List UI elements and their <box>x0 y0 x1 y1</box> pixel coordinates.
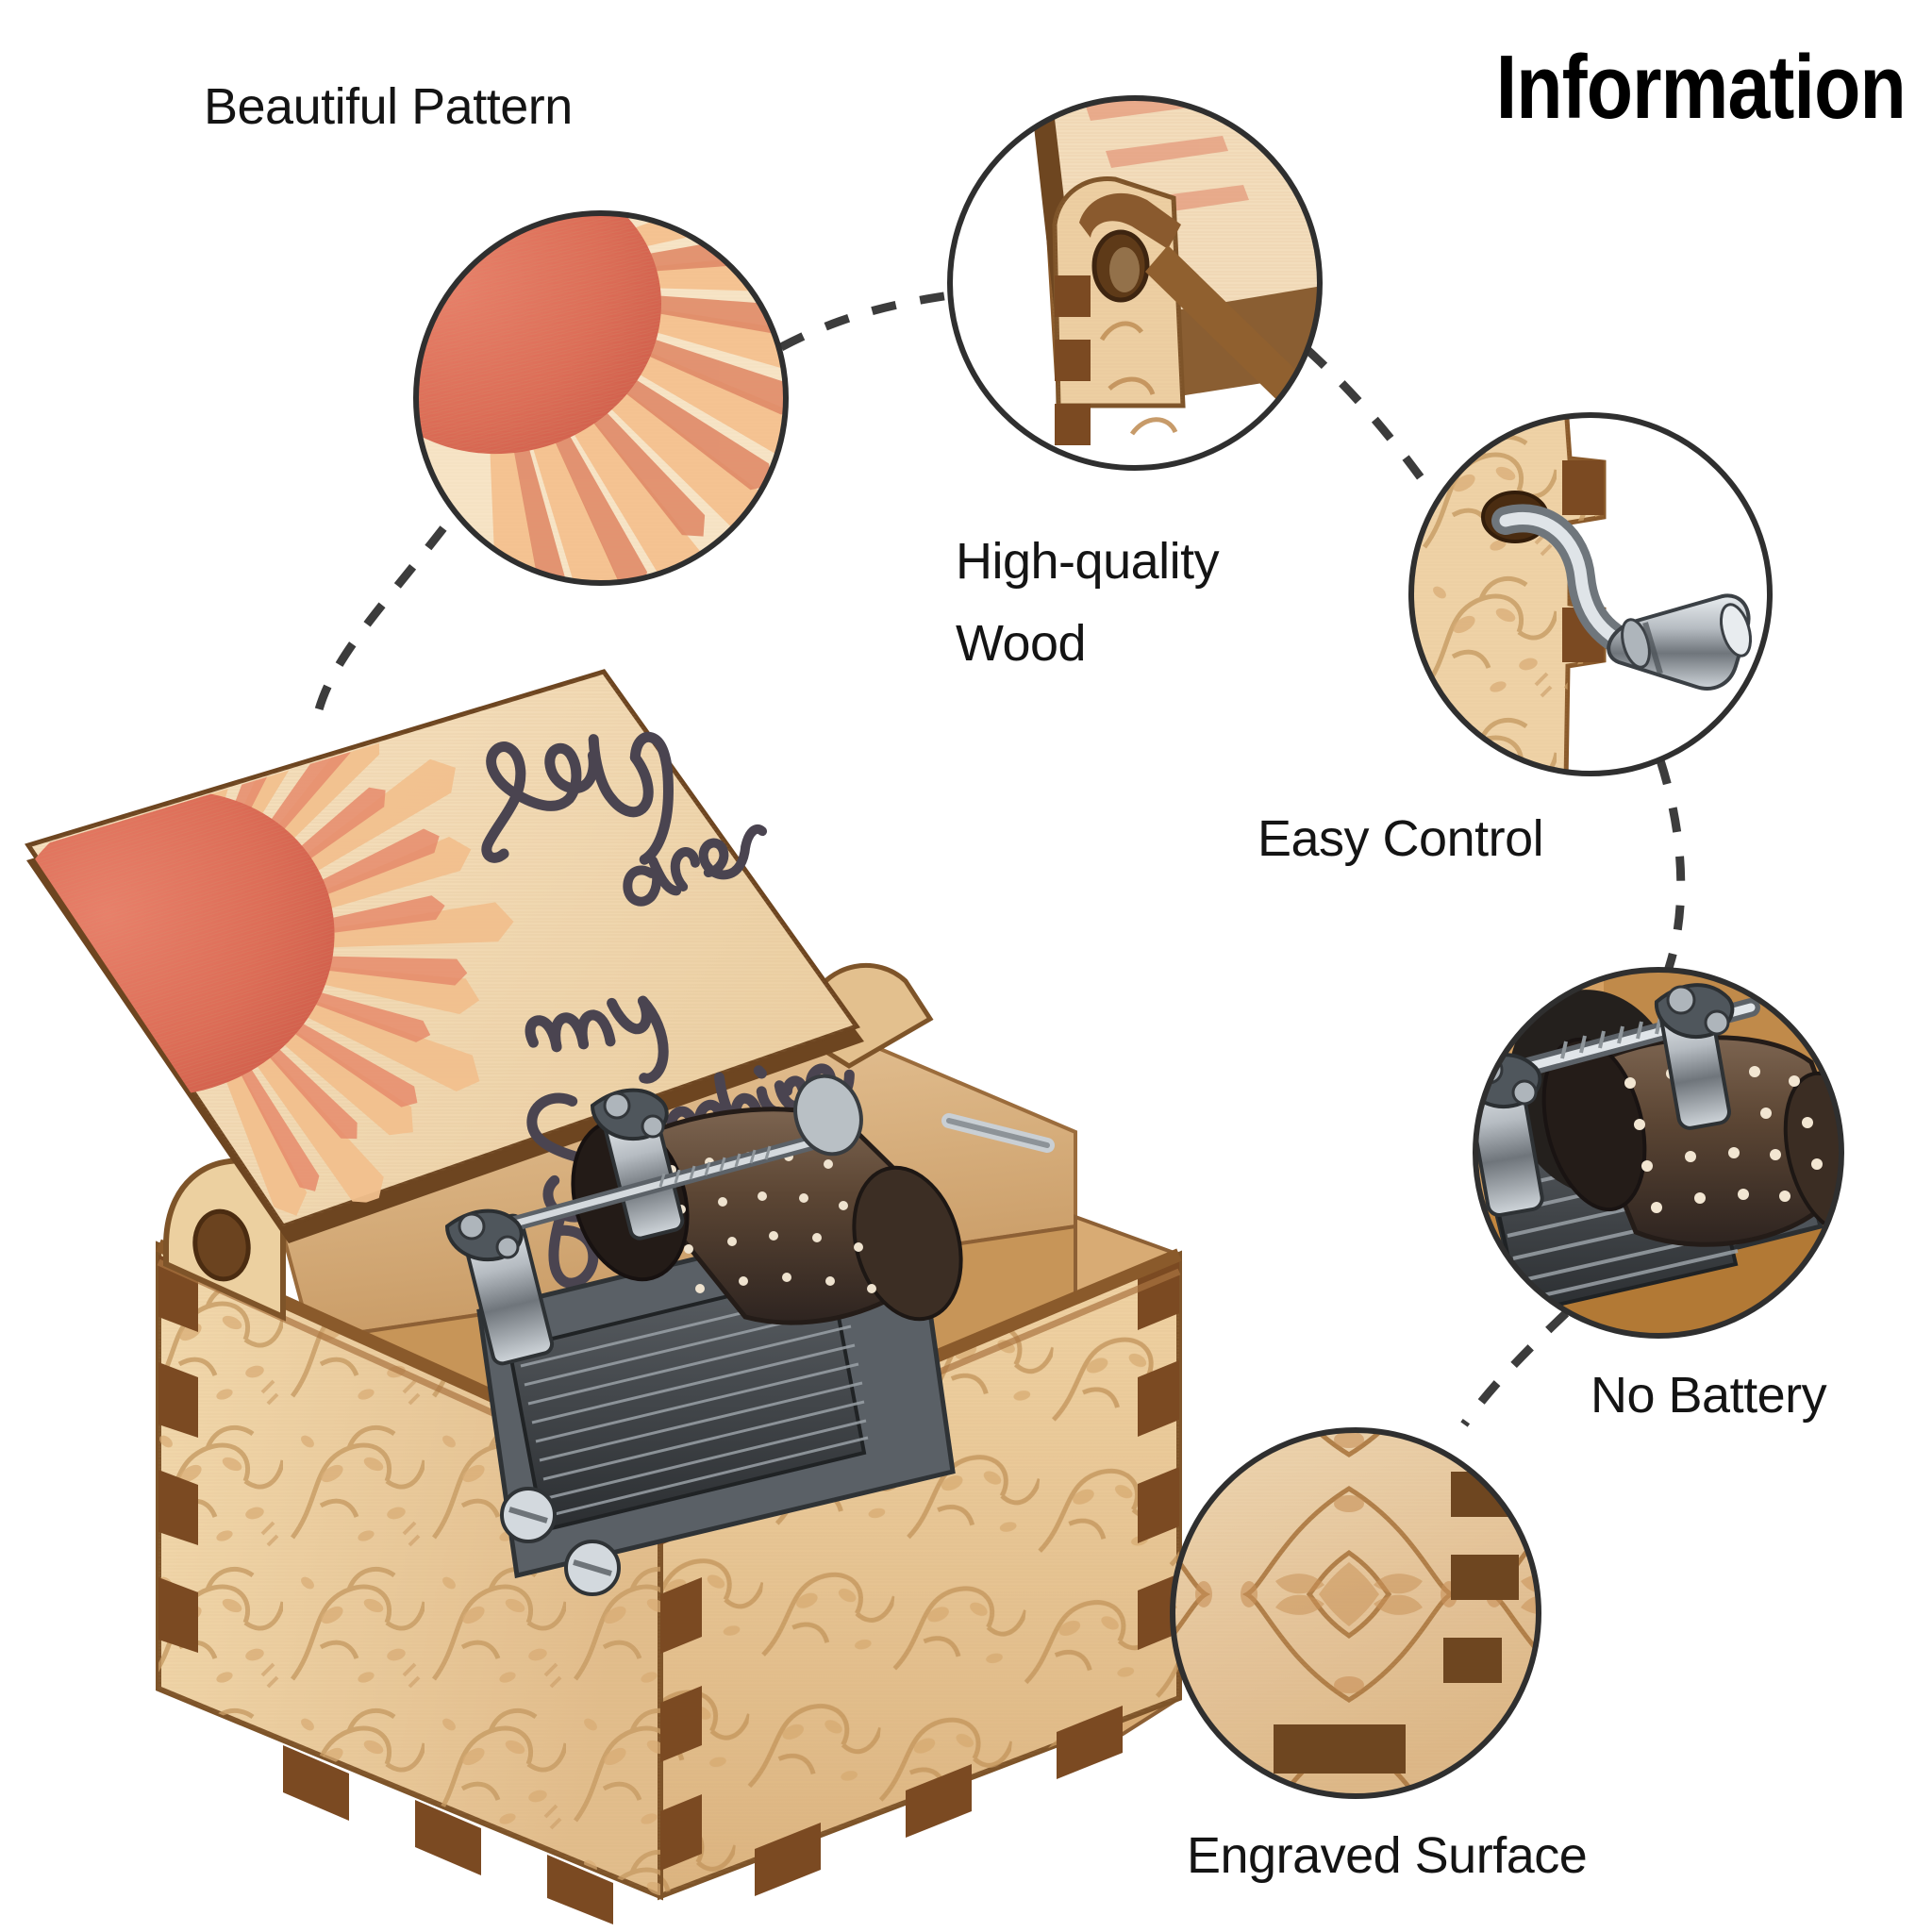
callout-circle-engraved-surface[interactable] <box>1170 1427 1541 1799</box>
callout-label-easy-control: Easy Control <box>1257 810 1544 867</box>
callout-ring-high-quality-wood <box>947 95 1323 471</box>
callout-label-beautiful-pattern: Beautiful Pattern <box>204 78 573 135</box>
callout-label-line-2: Wood <box>956 615 1087 673</box>
callout-circle-easy-control[interactable] <box>1406 406 1773 783</box>
zoom-finger-joints <box>1443 1472 1519 1683</box>
finger-joints-bottom <box>283 1706 1123 1924</box>
connector-battery-to-engraved <box>1460 1309 1570 1427</box>
connector-control-to-battery <box>1656 758 1686 978</box>
zoom-cylinder <box>1541 1035 1841 1247</box>
product-photo-music-box <box>25 669 1182 1924</box>
movement-screws <box>500 1487 621 1596</box>
callout-label-no-battery: No Battery <box>1591 1367 1827 1424</box>
comb-teeth <box>520 1287 869 1517</box>
callout-label-line-1: High-quality <box>956 533 1220 590</box>
crank-shaft <box>793 1074 1055 1157</box>
callout-ring-beautiful-pattern <box>413 210 789 586</box>
callout-circle-high-quality-wood[interactable] <box>947 19 1377 471</box>
music-box-movement <box>444 1074 1055 1596</box>
zoom-bottom-joint <box>1274 1724 1406 1774</box>
page-title: Information <box>1495 37 1907 138</box>
zoom-crank-knob <box>1607 593 1753 691</box>
callout-ring-no-battery <box>1473 967 1844 1339</box>
connector-pattern-to-wood <box>778 290 958 351</box>
finger-joints-left-edge <box>158 1255 198 1653</box>
hinge-hole-left <box>192 1208 251 1282</box>
callout-ring-engraved-surface <box>1170 1427 1541 1799</box>
callout-ring-easy-control <box>1408 412 1773 776</box>
connector-wood-to-control <box>1303 345 1434 493</box>
finger-joints-right-edge <box>1138 1254 1179 1650</box>
connector-pattern-to-product <box>312 525 447 719</box>
callout-label-engraved-surface: Engraved Surface <box>1187 1827 1588 1884</box>
movement-governor <box>444 1088 838 1366</box>
callout-circle-no-battery[interactable] <box>1453 943 1893 1358</box>
